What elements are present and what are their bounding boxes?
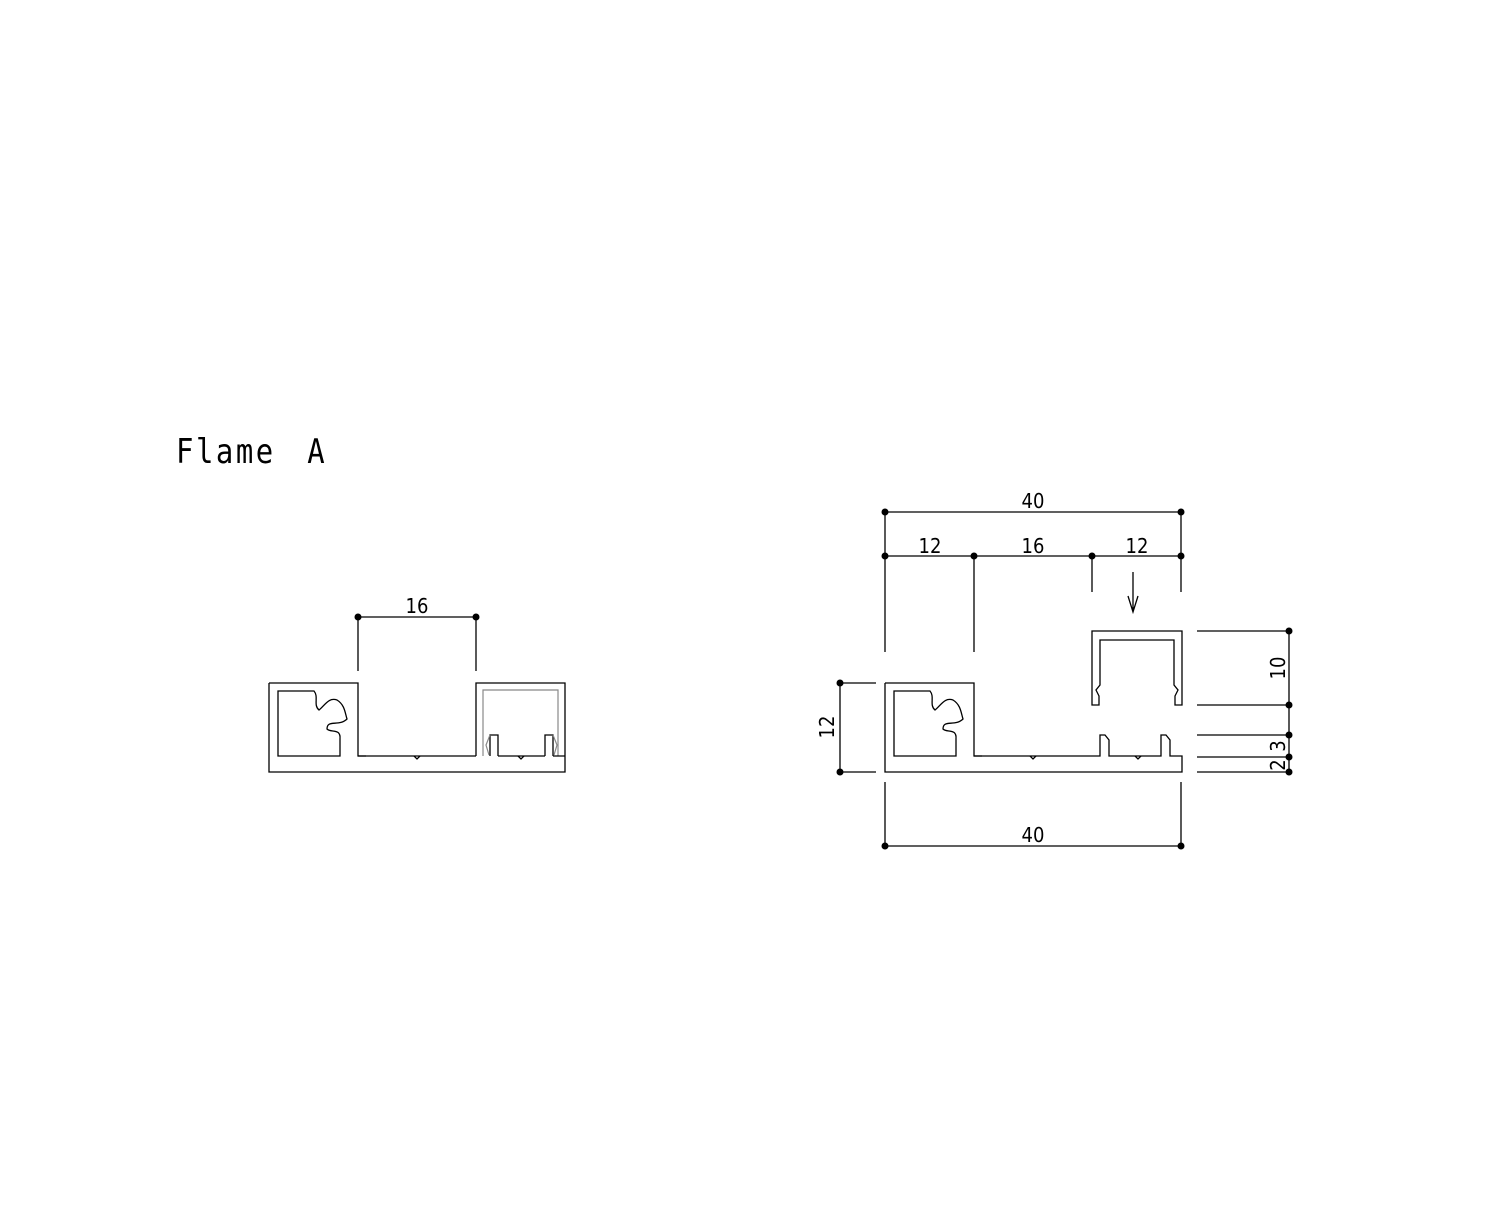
left-profile bbox=[268, 682, 566, 773]
dim-left-height: 12 bbox=[815, 679, 876, 776]
dim-right-stack: 10 3 2 bbox=[1197, 627, 1293, 776]
dim-label: 16 bbox=[1022, 534, 1045, 558]
dim-label: 40 bbox=[1022, 823, 1045, 847]
insert-arrow bbox=[1127, 572, 1139, 615]
dim-label: 40 bbox=[1022, 489, 1045, 513]
dim-label: 12 bbox=[1126, 534, 1149, 558]
dim-label: 10 bbox=[1266, 657, 1290, 680]
right-profile-base bbox=[884, 682, 1183, 773]
dim-label: 12 bbox=[919, 534, 942, 558]
dim-top-total: 40 bbox=[881, 489, 1185, 516]
dim-label: 12 bbox=[815, 716, 839, 739]
right-profile-cap bbox=[1091, 630, 1183, 706]
dim-label: 3 bbox=[1266, 740, 1290, 751]
drawing-title: Flame A bbox=[176, 432, 328, 472]
left-dim-16: 16 bbox=[354, 594, 480, 671]
dim-bottom-total: 40 bbox=[881, 782, 1185, 850]
dim-label: 16 bbox=[406, 594, 429, 618]
dim-label: 2 bbox=[1266, 759, 1290, 770]
dim-top-segments: 12 16 12 bbox=[881, 512, 1185, 652]
